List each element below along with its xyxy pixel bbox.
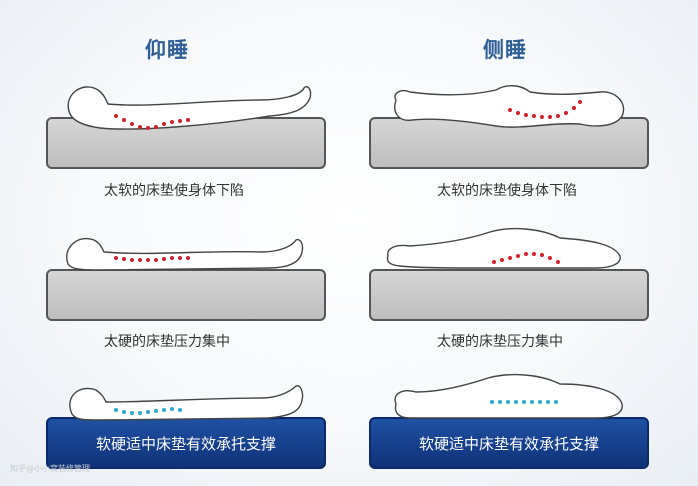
side-soft-caption: 太软的床垫使身体下陷	[437, 183, 577, 199]
spine-dots-side-hard	[492, 252, 560, 264]
supine-body-hard	[66, 237, 304, 271]
side-body-hard	[386, 227, 621, 269]
spine-dots-side-medium	[490, 400, 558, 404]
spine-dots-supine-medium	[114, 407, 182, 415]
watermark: 知乎@小小窝装修管理	[10, 464, 90, 473]
supine-medium-caption: 软硬适中床垫有效承托支撑	[95, 434, 276, 453]
side-hard-caption: 太硬的床垫压力集中	[437, 334, 563, 350]
side-body-medium	[394, 373, 623, 419]
spine-dots-supine-hard	[114, 256, 190, 262]
hard-mattress-supine	[46, 269, 326, 321]
side-body-soft	[394, 85, 625, 128]
supine-soft-caption: 太软的床垫使身体下陷	[104, 183, 244, 199]
side-medium-caption: 软硬适中床垫有效承托支撑	[418, 434, 599, 453]
spine-dots-side-soft	[508, 100, 582, 119]
supine-heading: 仰睡	[145, 38, 189, 62]
hard-mattress-side	[369, 269, 649, 321]
side-heading: 侧睡	[483, 38, 527, 62]
supine-body-medium	[69, 385, 304, 421]
spine-dots-supine-soft	[114, 114, 190, 130]
supine-hard-caption: 太硬的床垫压力集中	[104, 334, 230, 350]
